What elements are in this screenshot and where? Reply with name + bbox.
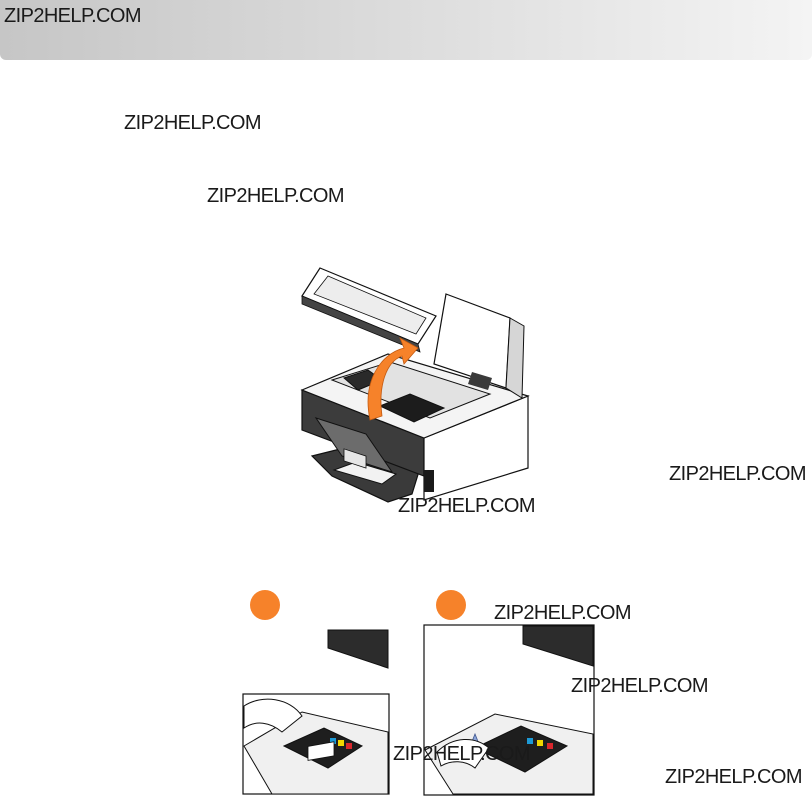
watermark-text: ZIP2HELP.COM: [665, 766, 803, 788]
cartridge-color-cyan: [527, 738, 533, 744]
paper-support-back: [505, 317, 525, 399]
header-bar: ZIP2HELP.COM: [0, 0, 812, 60]
watermark-text: ZIP2HELP.COM: [124, 112, 262, 134]
lcd-display: [343, 448, 367, 469]
paper-support-guide: [468, 372, 492, 390]
watermark-text: ZIP2HELP.COM: [393, 743, 531, 765]
cartridge-color-yellow: [537, 740, 543, 746]
cartridge-color-yellow: [338, 740, 344, 746]
watermark-text: ZIP2HELP.COM: [494, 602, 632, 624]
step-1-marker: [250, 590, 280, 620]
printer-illustration: [300, 267, 530, 503]
scanner-lid-glass: [313, 275, 427, 335]
lift-arrow-icon: [367, 337, 419, 421]
scanner-lid-edge: [301, 295, 421, 353]
step-2-illustration: [423, 624, 595, 796]
memory-card-slot: [424, 470, 434, 492]
header-watermark: ZIP2HELP.COM: [4, 5, 142, 27]
watermark-text: ZIP2HELP.COM: [398, 495, 536, 517]
step-2-marker: [436, 590, 466, 620]
watermark-text: ZIP2HELP.COM: [669, 463, 807, 485]
hand-icon: [436, 739, 490, 769]
cartridge-color-cyan: [330, 738, 336, 744]
step-1-illustration: [242, 629, 390, 795]
cartridge-color-magenta: [547, 743, 553, 749]
inner-tray: [378, 393, 446, 423]
watermark-text: ZIP2HELP.COM: [207, 185, 345, 207]
cartridge-color-magenta: [346, 743, 352, 749]
control-panel: [314, 417, 394, 473]
output-tray-slot: [332, 461, 398, 485]
watermark-text: ZIP2HELP.COM: [571, 675, 709, 697]
hand-icon: [243, 698, 303, 733]
cartridge-carrier: [473, 725, 569, 773]
